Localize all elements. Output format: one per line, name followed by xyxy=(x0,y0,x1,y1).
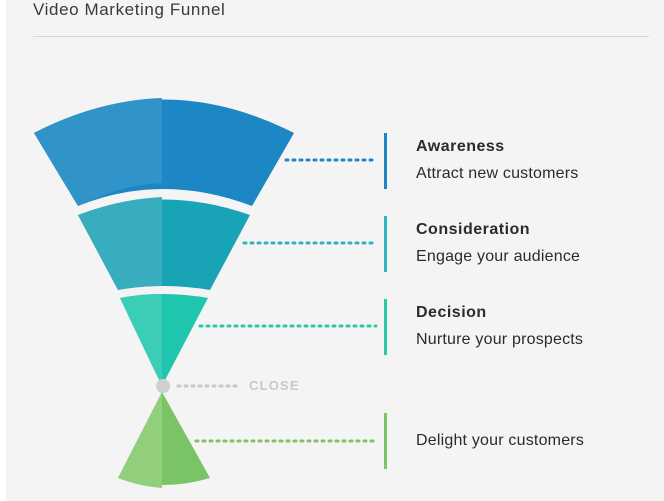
stage-text-delight: Delight your customers xyxy=(416,432,585,449)
accent-bar-decision xyxy=(384,299,387,355)
accent-bar-delight xyxy=(384,413,387,469)
stage-heading-decision: Decision xyxy=(416,304,487,321)
close-point xyxy=(156,379,170,393)
title-divider xyxy=(33,36,649,37)
stage-heading-consideration: Consideration xyxy=(416,221,531,238)
funnel-segment-consideration-left xyxy=(78,197,162,290)
accent-bar-consideration xyxy=(384,216,387,272)
stage-text-decision: Nurture your prospects xyxy=(416,331,584,348)
page-title: Video Marketing Funnel xyxy=(33,0,226,19)
funnel-segment-delight-left xyxy=(118,392,162,488)
close-label: CLOSE xyxy=(249,378,300,393)
funnel-segment-awareness-left xyxy=(34,98,162,206)
stage-heading-awareness: Awareness xyxy=(416,138,505,155)
stage-text-awareness: Attract new customers xyxy=(416,165,579,182)
funnel-segment-decision-left xyxy=(120,294,162,382)
stage-text-consideration: Engage your audience xyxy=(416,248,581,265)
accent-bar-awareness xyxy=(384,133,387,189)
